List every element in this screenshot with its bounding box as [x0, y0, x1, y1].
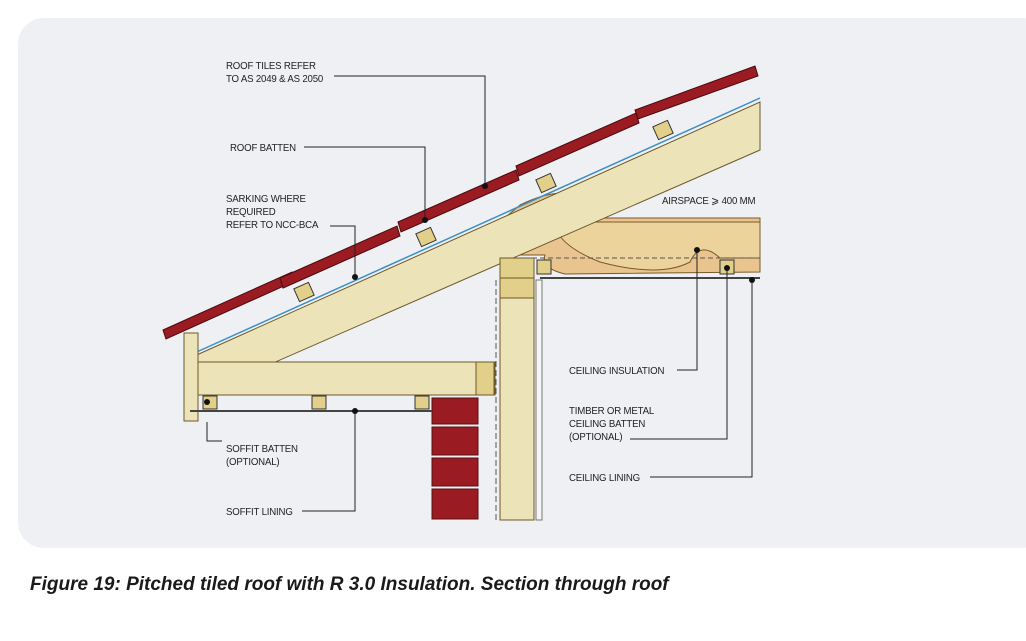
fascia [183, 332, 199, 422]
label-roof-batten: ROOF BATTEN [230, 142, 296, 154]
label-ceiling-batten: TIMBER OR METAL CEILING BATTEN (OPTIONAL… [569, 405, 655, 443]
label-ceiling-lining: CEILING LINING [569, 472, 640, 484]
roof-battens [293, 119, 674, 303]
label-ceiling-insulation: CEILING INSULATION [569, 365, 665, 377]
label-sarking: SARKING WHERE REQUIRED REFER TO NCC-BCA [226, 193, 319, 231]
figure-caption: Figure 19: Pitched tiled roof with R 3.0… [30, 574, 669, 595]
roof-tiles [162, 65, 759, 340]
wall-stud [499, 297, 535, 521]
label-roof-tiles: ROOF TILES REFER TO AS 2049 & AS 2050 [226, 60, 324, 85]
ceiling-joist [194, 361, 496, 396]
brick-veneer [431, 397, 479, 520]
label-soffit-lining: SOFFIT LINING [226, 506, 293, 518]
top-plate [499, 257, 535, 279]
ceiling-joist-right [559, 221, 761, 271]
sarking-line [189, 97, 761, 356]
label-soffit-batten: SOFFIT BATTEN (OPTIONAL) [226, 443, 298, 468]
label-airspace: AIRSPACE ⩾ 400 MM [662, 195, 756, 207]
